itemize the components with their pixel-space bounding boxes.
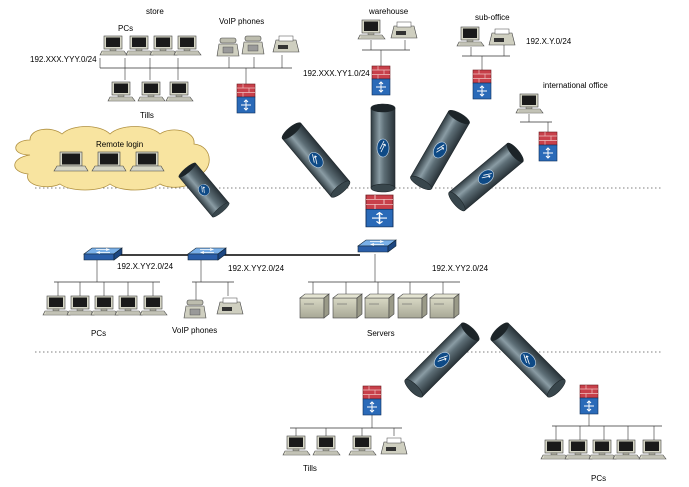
suboffice-site: sub-office 192.X.Y.0/24 bbox=[456, 13, 572, 100]
bottom-right-site: PCs bbox=[540, 384, 667, 483]
store-pcs-label: PCs bbox=[118, 24, 133, 33]
servers-label: Servers bbox=[367, 329, 395, 338]
store-voip-label: VoIP phones bbox=[219, 17, 264, 26]
hq-site: 192.X.YY2.0/24 192.X.YY2.0/24 192.X.YY2.… bbox=[42, 194, 489, 338]
store-till-icon bbox=[165, 81, 194, 102]
hq-server-icon bbox=[299, 293, 330, 319]
hq-pc-icon bbox=[139, 295, 168, 316]
warehouse-pc-icon bbox=[357, 19, 386, 40]
vpn-tunnel-icon bbox=[445, 140, 527, 214]
suboffice-pc-icon bbox=[456, 26, 485, 47]
warehouse-site: warehouse 192.XXX.YY1.0/24 bbox=[303, 7, 418, 96]
remote-login-label: Remote login bbox=[96, 140, 143, 149]
bottom-till-icon bbox=[282, 435, 311, 456]
store-firewall-router-icon bbox=[236, 83, 256, 114]
bottom-left-firewall-router-icon bbox=[362, 385, 382, 416]
warehouse-firewall-router-icon bbox=[371, 65, 391, 96]
hq-voip-phone-icon bbox=[183, 299, 207, 319]
vpn-tunnel-icon bbox=[402, 320, 482, 400]
vpn-tunnel-icon bbox=[370, 103, 396, 193]
vpn-tunnel-icon bbox=[408, 107, 472, 193]
hq-server-icon bbox=[332, 293, 363, 319]
hq-pc-icon bbox=[66, 295, 95, 316]
hq-pc-icon bbox=[90, 295, 119, 316]
intl-office-pc-icon bbox=[515, 93, 544, 114]
store-till-icon bbox=[137, 81, 166, 102]
hq-pc-icon bbox=[114, 295, 143, 316]
store-pc-icon bbox=[125, 35, 154, 56]
hq-pc-icon bbox=[42, 295, 71, 316]
bottom-pcs-label: PCs bbox=[591, 474, 606, 483]
store-subnet-label: 192.XXX.YYY.0/24 bbox=[30, 55, 97, 64]
hq-switch-mid-icon bbox=[187, 247, 227, 261]
store-till-icon bbox=[107, 81, 136, 102]
intl-office-label: international office bbox=[543, 81, 608, 90]
intl-office-firewall-router-icon bbox=[538, 131, 558, 162]
bottom-left-site: Tills bbox=[282, 385, 408, 473]
bottom-right-firewall-router-icon bbox=[579, 384, 599, 415]
intl-office-site: international office bbox=[515, 81, 608, 162]
bottom-right-pc-icon bbox=[588, 439, 617, 460]
vpn-tunnel-icon bbox=[488, 320, 568, 400]
hq-server-icon bbox=[429, 293, 460, 319]
hq-subnet-mid-label: 192.X.YY2.0/24 bbox=[228, 264, 285, 273]
suboffice-label: sub-office bbox=[475, 13, 510, 22]
store-voip-phone-icon bbox=[216, 37, 240, 57]
suboffice-fax-icon bbox=[488, 28, 516, 46]
warehouse-subnet-label: 192.XXX.YY1.0/24 bbox=[303, 69, 370, 78]
hq-server-icon bbox=[364, 293, 395, 319]
hq-subnet-left-label: 192.X.YY2.0/24 bbox=[117, 262, 174, 271]
bottom-right-pc-icon bbox=[612, 439, 641, 460]
store-label: store bbox=[146, 7, 164, 16]
suboffice-firewall-router-icon bbox=[472, 69, 492, 100]
warehouse-fax-icon bbox=[390, 21, 418, 39]
bottom-till-icon bbox=[312, 435, 341, 456]
store-fax-icon bbox=[272, 35, 300, 53]
hq-voip-label: VoIP phones bbox=[172, 326, 217, 335]
store-pc-icon bbox=[99, 35, 128, 56]
hq-switch-left-icon bbox=[83, 247, 123, 261]
suboffice-subnet-label: 192.X.Y.0/24 bbox=[526, 37, 572, 46]
warehouse-label: warehouse bbox=[368, 7, 409, 16]
hq-subnet-right-label: 192.X.YY2.0/24 bbox=[432, 264, 489, 273]
store-site: store PCs VoIP phones 192.XXX.YYY.0/24 T… bbox=[30, 7, 300, 120]
bottom-tills-label: Tills bbox=[303, 464, 317, 473]
hq-server-icon bbox=[397, 293, 428, 319]
hq-pcs-label: PCs bbox=[91, 329, 106, 338]
store-tills-label: Tills bbox=[140, 111, 154, 120]
hq-switch-right-icon bbox=[357, 239, 397, 253]
bottom-right-pc-icon bbox=[638, 439, 667, 460]
store-voip-phone-icon bbox=[241, 35, 265, 55]
bottom-right-pc-icon bbox=[540, 439, 569, 460]
bottom-right-pc-icon bbox=[564, 439, 593, 460]
bottom-fax-icon bbox=[380, 437, 408, 455]
remote-login-cloud: Remote login bbox=[14, 126, 210, 191]
bottom-pc-icon bbox=[348, 435, 377, 456]
store-pc-icon bbox=[149, 35, 178, 56]
hq-firewall-router-icon bbox=[365, 194, 394, 228]
hq-fax-icon bbox=[216, 297, 244, 315]
store-pc-icon bbox=[173, 35, 202, 56]
